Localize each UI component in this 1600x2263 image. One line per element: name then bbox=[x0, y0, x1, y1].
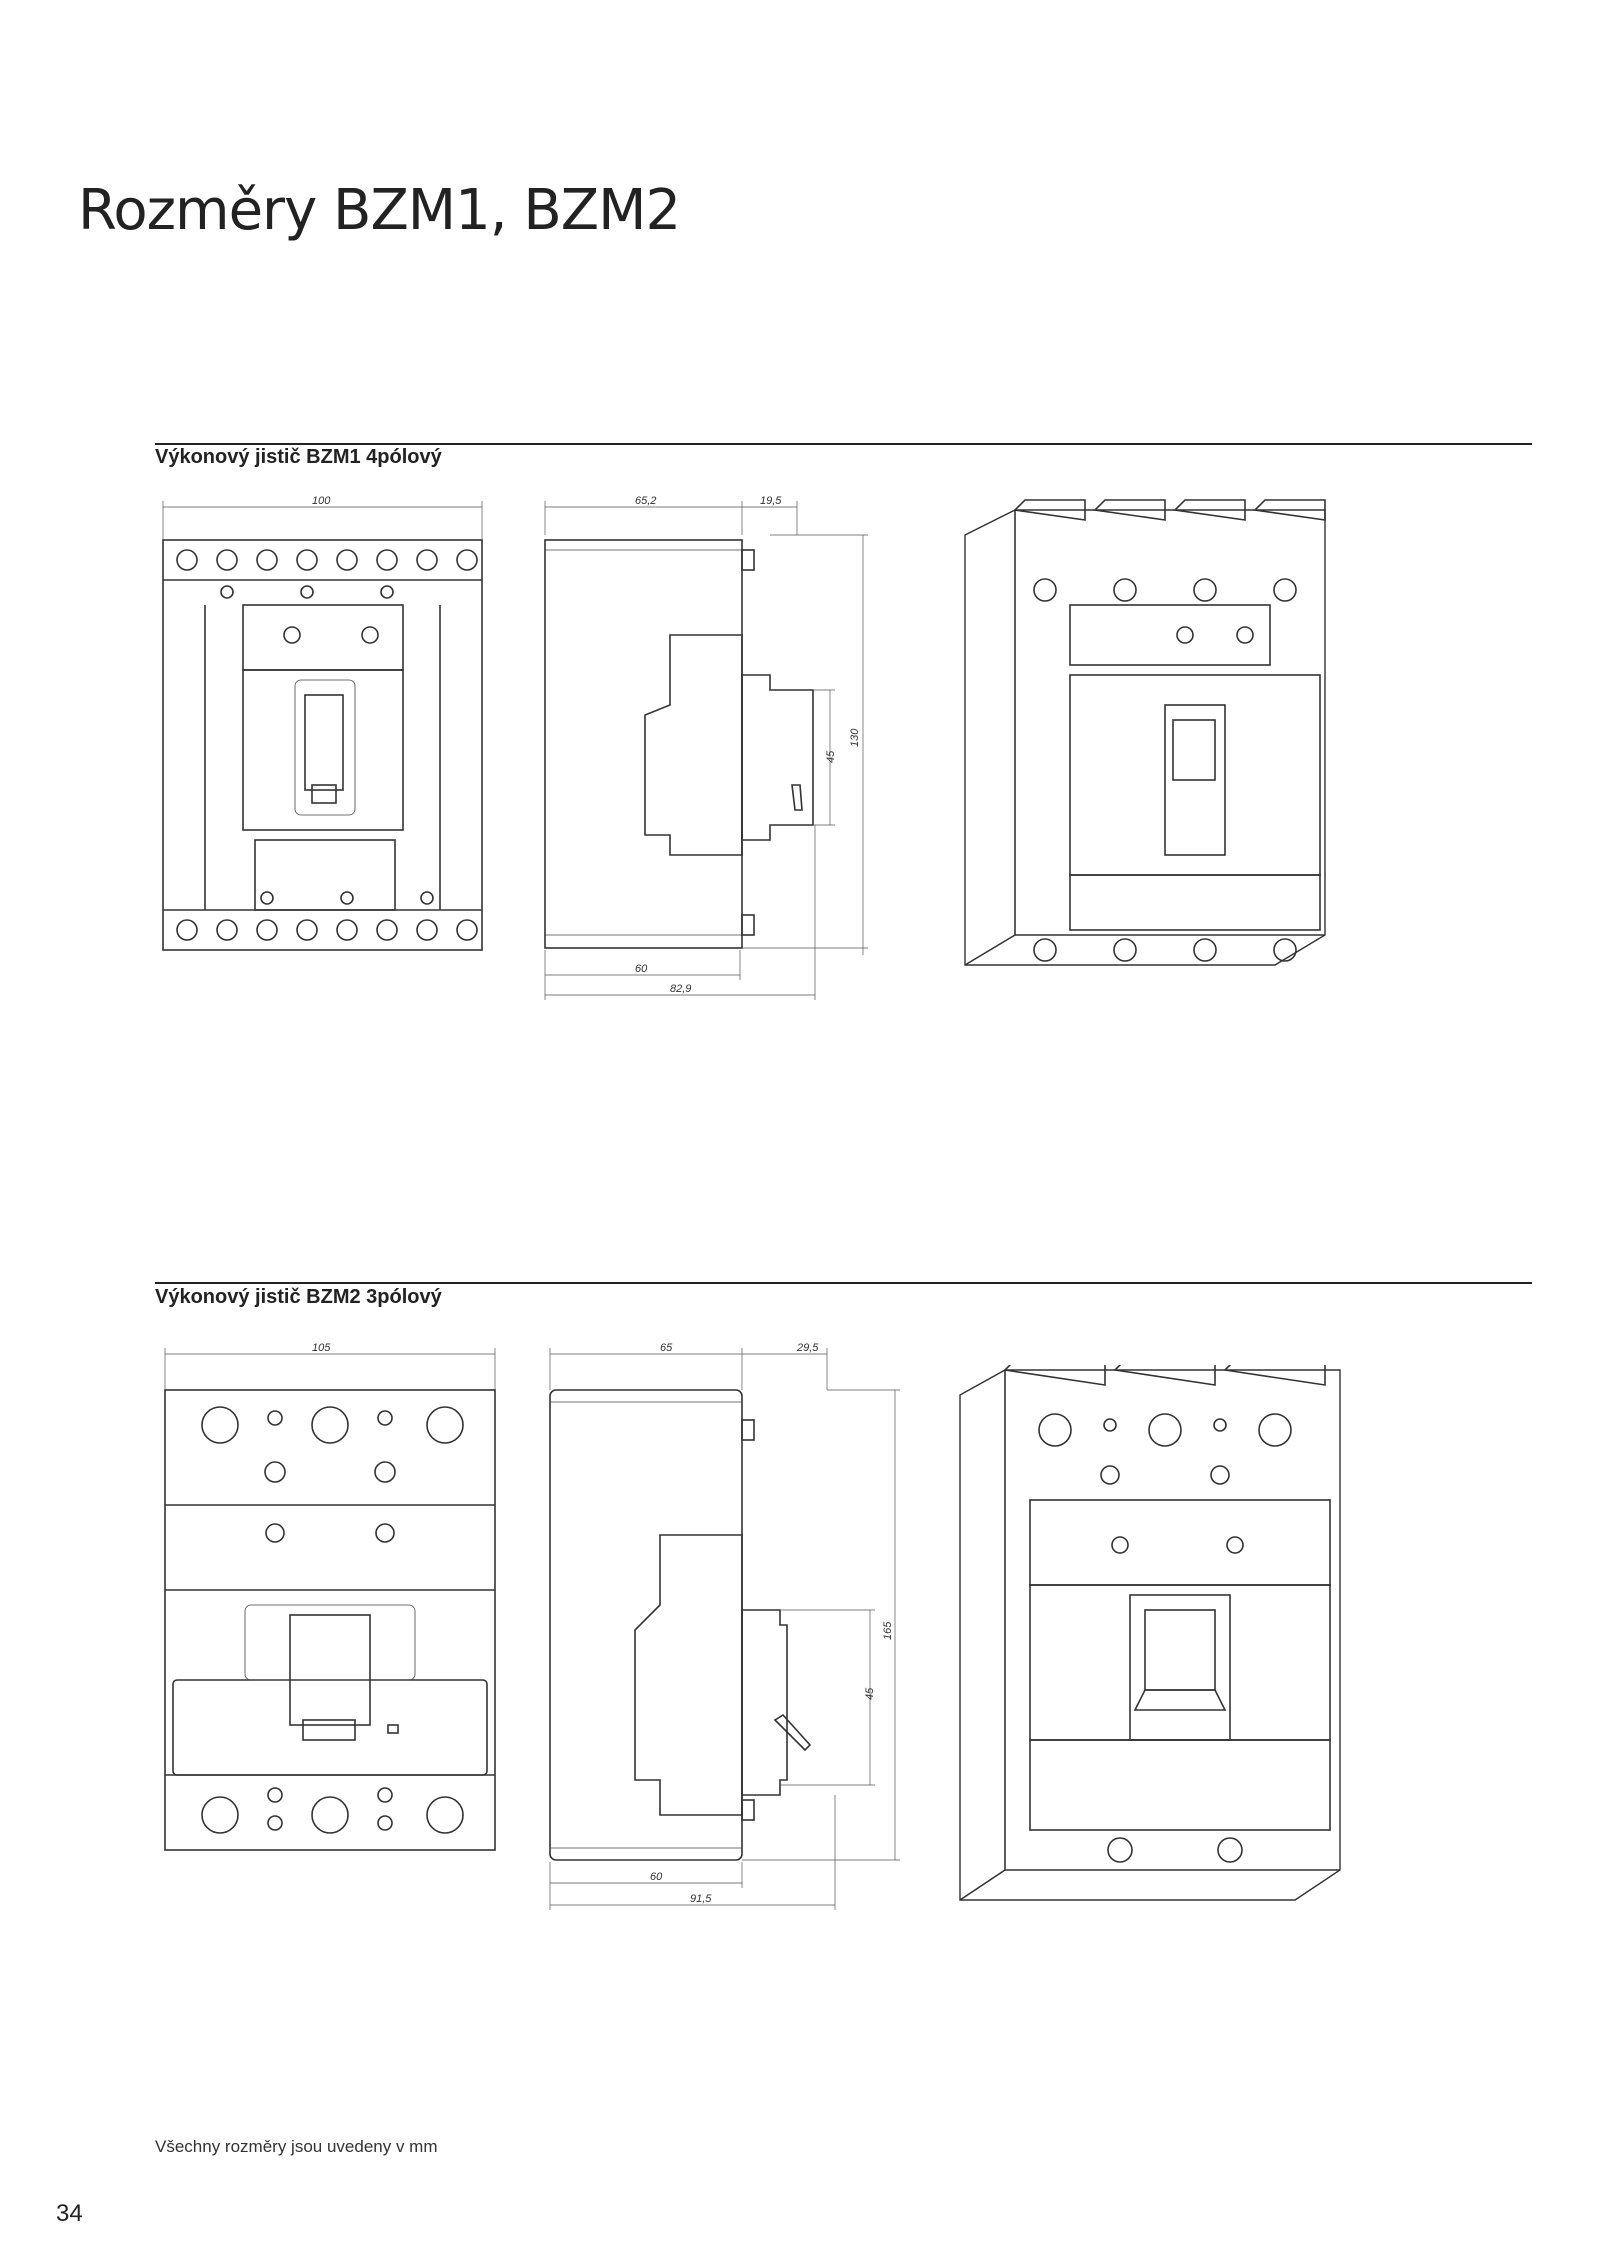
page-number: 34 bbox=[56, 2200, 83, 2227]
bzm2-side-view: 65 29,5 45 165 60 91,5 bbox=[535, 1340, 905, 1920]
bzm2-front-view: 105 bbox=[155, 1340, 505, 1860]
section-2-title: Výkonový jistič BZM2 3pólový bbox=[155, 1286, 442, 1308]
bzm2-side-dim-bottom-b: 91,5 bbox=[690, 1893, 712, 1905]
section-1-rule bbox=[155, 443, 1532, 445]
bzm2-isometric-view bbox=[955, 1365, 1345, 1925]
bzm1-side-view: 65,2 19,5 45 130 60 82,9 bbox=[530, 495, 870, 1005]
bzm1-side-dim-v-inner: 45 bbox=[825, 750, 837, 763]
bzm2-side-dim-bottom-a: 60 bbox=[650, 1871, 663, 1883]
bzm1-front-dim-width: 100 bbox=[312, 495, 331, 507]
bzm1-side-dim-top-a: 65,2 bbox=[635, 495, 656, 507]
bzm2-side-dim-top-b: 29,5 bbox=[796, 1342, 819, 1354]
bzm1-side-dim-v-outer: 130 bbox=[849, 728, 861, 747]
bzm2-side-dim-v-outer: 165 bbox=[882, 1621, 894, 1640]
bzm2-side-dim-v-inner: 45 bbox=[864, 1687, 876, 1700]
bzm1-front-view: 100 bbox=[155, 495, 490, 960]
section-2-rule bbox=[155, 1282, 1532, 1284]
bzm1-side-dim-top-b: 19,5 bbox=[760, 495, 782, 507]
bzm1-isometric-view bbox=[955, 495, 1335, 975]
bzm2-front-dim-width: 105 bbox=[312, 1342, 331, 1354]
bzm2-side-dim-top-a: 65 bbox=[660, 1342, 673, 1354]
units-footnote: Všechny rozměry jsou uvedeny v mm bbox=[155, 2137, 438, 2156]
section-1-title: Výkonový jistič BZM1 4pólový bbox=[155, 446, 442, 468]
bzm1-side-dim-bottom-b: 82,9 bbox=[670, 983, 691, 995]
page-title: Rozměry BZM1, BZM2 bbox=[78, 178, 681, 243]
bzm1-side-dim-bottom-a: 60 bbox=[635, 963, 648, 975]
